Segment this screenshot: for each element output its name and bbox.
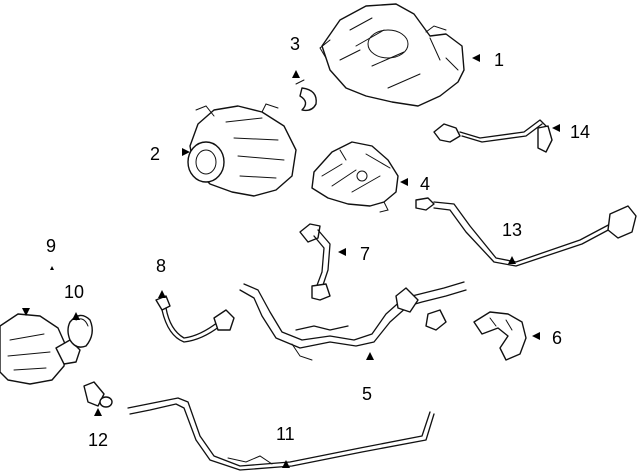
callout-14: 14 [570, 122, 590, 142]
arrow-14 [552, 124, 560, 132]
part-8-sensor-lead [155, 295, 235, 343]
part-13-line [415, 197, 637, 267]
part-11-tube [127, 397, 435, 471]
part-9-reservoir [0, 313, 81, 385]
callout-2: 2 [150, 144, 160, 164]
callout-6: 6 [552, 328, 562, 348]
arrow-13 [508, 256, 516, 264]
arrow-9 [50, 266, 54, 270]
arrow-9-reservoir [22, 308, 30, 316]
part-12-fitting [83, 381, 113, 408]
part-10-cap [67, 314, 93, 348]
arrow-12 [94, 408, 102, 416]
callout-11: 11 [276, 424, 295, 444]
callout-5: 5 [362, 384, 372, 404]
part-6-elbow-hose [473, 311, 527, 361]
callout-3: 3 [290, 34, 300, 54]
part-14-sensor [433, 119, 553, 153]
callout-12: 12 [88, 430, 108, 450]
arrow-11 [282, 460, 290, 468]
arrow-3 [292, 70, 300, 78]
arrow-1 [472, 54, 480, 62]
arrow-5 [366, 352, 374, 360]
arrow-4 [400, 178, 408, 186]
arrow-10 [72, 312, 80, 320]
part-3-bracket [295, 79, 317, 112]
arrow-8 [158, 290, 166, 298]
arrow-2 [182, 148, 190, 156]
callout-9: 9 [46, 236, 56, 256]
callout-4: 4 [420, 174, 430, 194]
part-2-pump [187, 103, 297, 197]
part-4-valve-body [311, 141, 399, 213]
callout-10: 10 [64, 282, 84, 302]
callout-13: 13 [502, 220, 522, 240]
part-5-hose-assembly [239, 281, 467, 361]
callout-1: 1 [494, 50, 504, 70]
part-7-hose [299, 223, 331, 301]
callout-8: 8 [156, 256, 166, 276]
callout-7: 7 [360, 244, 370, 264]
arrow-6 [532, 332, 540, 340]
arrow-7 [338, 248, 346, 256]
part-1-housing [319, 3, 465, 107]
